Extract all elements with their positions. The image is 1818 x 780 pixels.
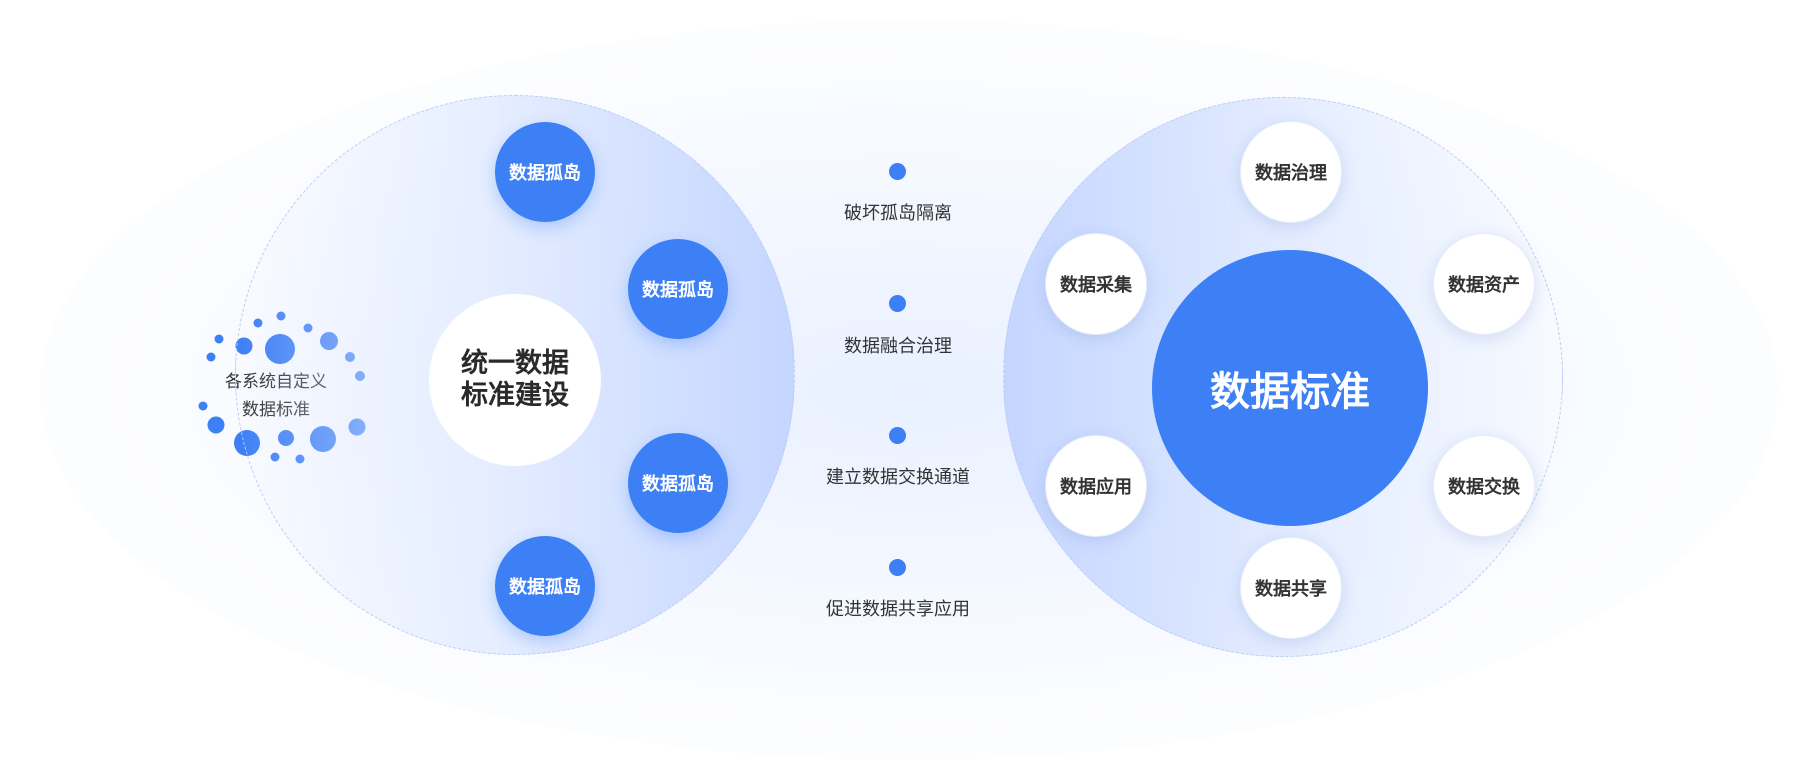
data-standard-center: 数据标准 [1152, 250, 1428, 526]
step-dot [889, 559, 906, 576]
center-left-line1: 统一数据 [461, 348, 569, 379]
step-label: 数据融合治理 [844, 336, 952, 357]
unified-standard-center: 统一数据 标准建设 [429, 294, 601, 466]
data-island-node: 数据孤岛 [628, 433, 728, 533]
data-island-node: 数据孤岛 [628, 239, 728, 339]
step-label: 促进数据共享应用 [826, 599, 970, 620]
step-dot [889, 163, 906, 180]
satellite-node: 数据应用 [1045, 435, 1147, 537]
dot [214, 334, 224, 344]
dot [206, 352, 216, 362]
step-label: 破坏孤岛隔离 [844, 203, 952, 224]
step-dot [889, 295, 906, 312]
satellite-node: 数据治理 [1240, 121, 1342, 223]
data-island-node: 数据孤岛 [495, 122, 595, 222]
center-left-line2: 标准建设 [461, 380, 569, 411]
satellite-node: 数据共享 [1240, 537, 1342, 639]
satellite-node: 数据采集 [1045, 233, 1147, 335]
dot [198, 401, 208, 411]
dot [207, 416, 225, 434]
satellite-node: 数据资产 [1433, 233, 1535, 335]
step-dot [889, 427, 906, 444]
satellite-node: 数据交换 [1433, 435, 1535, 537]
data-island-node: 数据孤岛 [495, 536, 595, 636]
step-label: 建立数据交换通道 [826, 467, 970, 488]
